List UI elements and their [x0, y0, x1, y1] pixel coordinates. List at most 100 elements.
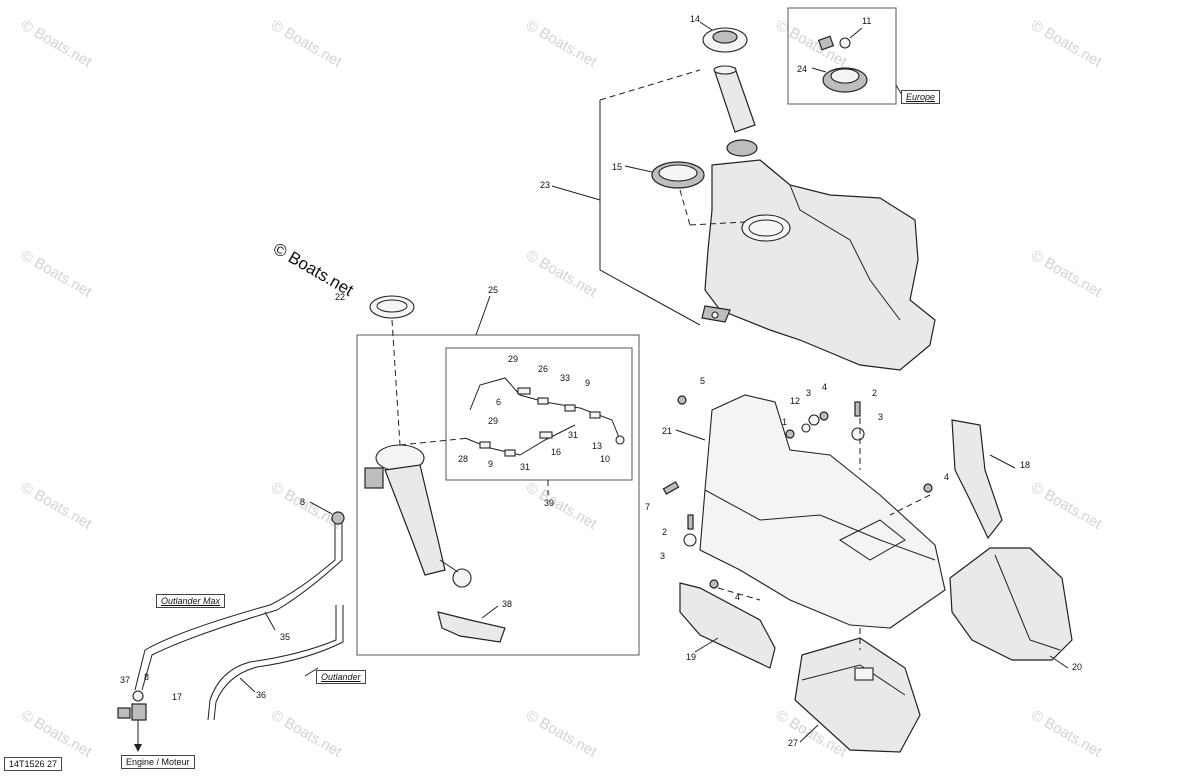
label-engine: Engine / Moteur: [121, 755, 195, 769]
shield-seam: [801, 664, 906, 696]
callout-38: 38: [502, 599, 512, 609]
callout-37: 37: [120, 675, 130, 685]
callout-36: 36: [256, 690, 266, 700]
hose-clamp: [589, 411, 601, 419]
leader: [475, 295, 491, 336]
callout-2: 2: [872, 388, 877, 398]
assembly-line: [717, 587, 761, 601]
fuel-pump-body: [384, 464, 446, 576]
callout-3: 3: [806, 388, 811, 398]
watermark: © Boats.net: [1028, 17, 1105, 71]
leader: [551, 185, 601, 201]
callout-31: 31: [568, 430, 578, 440]
leader: [694, 637, 719, 653]
assembly-line: [399, 437, 471, 446]
fuel-pump-box: [356, 334, 640, 656]
assembly-line: [889, 494, 931, 516]
callout-10: 10: [600, 454, 610, 464]
leader: [699, 21, 713, 31]
leader: [811, 67, 827, 73]
label-europe: Europe: [901, 90, 941, 104]
callout-23: 23: [540, 180, 550, 190]
callout-4c: 4: [735, 592, 740, 602]
callout-24: 24: [797, 64, 807, 74]
leader: [799, 724, 819, 743]
nut-4c: [709, 579, 719, 589]
callout-layer: 14 11 24 15 23 22 25 29 26 33 9 6 29 31 …: [120, 14, 1082, 748]
label-outlander: Outlander: [316, 670, 366, 684]
watermark: © Boats.net: [1028, 707, 1105, 761]
callout-9: 9: [585, 378, 590, 388]
assembly-line: [689, 221, 746, 226]
callout-16: 16: [551, 447, 561, 457]
watermark: © Boats.net: [18, 479, 95, 533]
tray-recess: [839, 519, 906, 561]
hose-clamp: [504, 449, 516, 457]
fuel-hose-max-edge: [141, 520, 343, 691]
callout-39: 39: [544, 498, 554, 508]
tank-pump-opening: [741, 214, 791, 242]
callout-9b: 9: [488, 459, 493, 469]
nut-4: [819, 411, 829, 421]
filler-hose: [714, 67, 756, 133]
callout-6: 6: [496, 397, 501, 407]
hose-clamp: [564, 404, 576, 412]
tray-edge: [704, 489, 936, 561]
assembly-line: [391, 319, 401, 446]
fuel-cap-top: [712, 30, 738, 44]
callout-27: 27: [788, 738, 798, 748]
callout-15: 15: [612, 162, 622, 172]
callout-14: 14: [690, 14, 700, 24]
fuel-hose-std-edge: [213, 605, 344, 721]
callout-18: 18: [1020, 460, 1030, 470]
callout-21: 21: [662, 426, 672, 436]
hose-clamp: [537, 397, 549, 405]
callout-13: 13: [592, 441, 602, 451]
float-arm: [439, 559, 459, 573]
hose-kit-box: [445, 347, 633, 481]
nut-4b: [923, 483, 933, 493]
callout-17: 17: [172, 692, 182, 702]
callout-31b: 31: [520, 462, 530, 472]
heat-shield-19: [679, 582, 776, 669]
watermark: © Boats.net: [1028, 479, 1105, 533]
nut-8: [331, 511, 345, 525]
callout-4b: 4: [944, 472, 949, 482]
callout-19: 19: [686, 652, 696, 662]
locking-cap-top: [830, 68, 860, 84]
retaining-ring: [839, 37, 851, 49]
callout-3c: 3: [660, 551, 665, 561]
diagram-code: 14T1526 27: [4, 757, 63, 771]
shield-seam: [994, 554, 1061, 651]
tank-seam: [759, 159, 901, 321]
filler-neck: [726, 139, 758, 157]
callout-25: 25: [488, 285, 498, 295]
leader: [481, 605, 499, 619]
callout-20: 20: [1072, 662, 1082, 672]
lock-cylinder: [817, 35, 835, 51]
leader: [1049, 655, 1069, 669]
watermark: © Boats.net: [18, 707, 95, 761]
fuel-hose-max: [134, 520, 336, 691]
watermark: © Boats.net: [773, 17, 850, 71]
screw-1: [785, 429, 795, 439]
assembly-line: [679, 189, 691, 226]
callout-2b: 2: [662, 527, 667, 537]
fuel-level-float: [452, 568, 472, 588]
watermark: © Boats.net: [268, 479, 345, 533]
watermark: © Boats.net: [523, 479, 600, 533]
callout-22: 22: [335, 292, 345, 302]
leader: [304, 667, 319, 677]
watermark: © Boats.net: [523, 247, 600, 301]
fuel-hose-std: [207, 605, 337, 721]
fuel-tank: [704, 159, 936, 371]
heat-shield-27: [794, 637, 921, 753]
leader: [624, 165, 653, 173]
tank-pump-opening-inner: [748, 219, 784, 237]
pump-connector: [364, 467, 384, 489]
washer-3: [683, 533, 697, 547]
bracket-line: [599, 100, 701, 326]
hose-clamp: [479, 441, 491, 449]
nut-5: [677, 395, 687, 405]
